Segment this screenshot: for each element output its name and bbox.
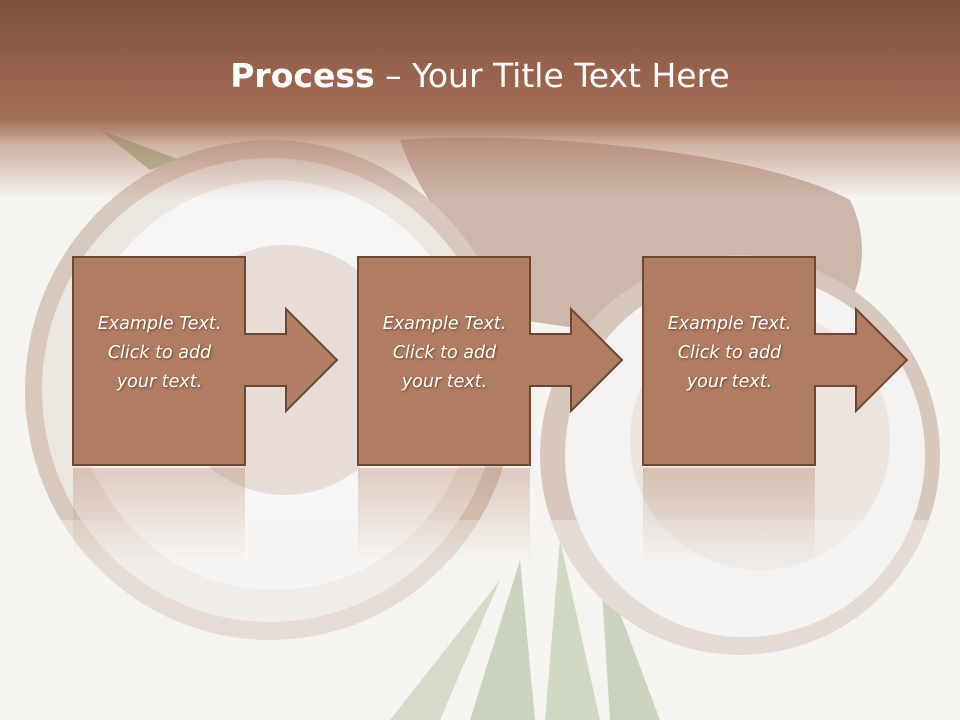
process-step-1[interactable]: Example Text. Click to add your text. xyxy=(72,256,342,471)
right-arrow-icon xyxy=(642,256,909,466)
step-line: your text. xyxy=(116,372,203,392)
step-line: Click to add xyxy=(677,343,782,363)
title-band xyxy=(0,0,960,200)
process-step-2[interactable]: Example Text. Click to add your text. xyxy=(357,256,627,471)
right-arrow-icon xyxy=(357,256,624,466)
step-line: your text. xyxy=(686,372,773,392)
right-arrow-icon xyxy=(72,256,339,466)
step-text[interactable]: Example Text. Click to add your text. xyxy=(72,310,247,397)
step-line: Click to add xyxy=(392,343,497,363)
step-line: your text. xyxy=(401,372,488,392)
step-line: Click to add xyxy=(107,343,212,363)
step-line: Example Text. xyxy=(382,314,507,334)
slide-title[interactable]: Process – Your Title Text Here xyxy=(0,52,960,100)
title-bold: Process xyxy=(230,56,375,95)
step-text[interactable]: Example Text. Click to add your text. xyxy=(642,310,817,397)
step-line: Example Text. xyxy=(97,314,222,334)
process-step-3[interactable]: Example Text. Click to add your text. xyxy=(642,256,912,471)
title-rest: – Your Title Text Here xyxy=(374,56,730,95)
step-line: Example Text. xyxy=(667,314,792,334)
step-text[interactable]: Example Text. Click to add your text. xyxy=(357,310,532,397)
